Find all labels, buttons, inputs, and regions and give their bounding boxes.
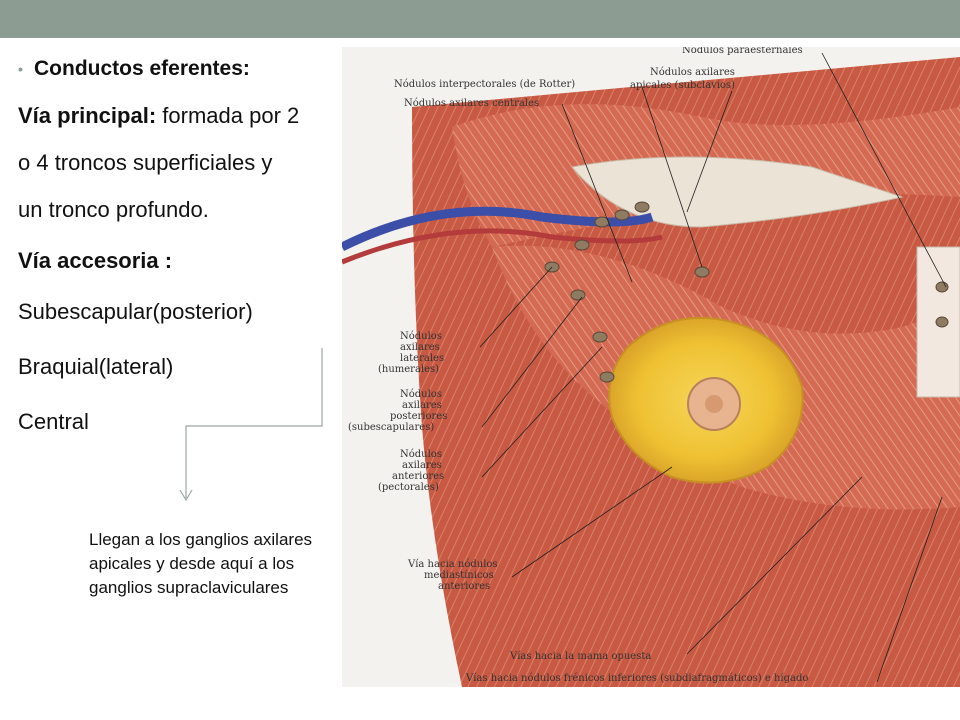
lymph-nodes xyxy=(544,201,949,383)
label-interpectorales: Nódulos interpectorales (de Rotter) xyxy=(394,79,575,90)
label-anteriores-3: anteriores xyxy=(392,471,444,482)
label-posteriores-3: posteriores xyxy=(390,411,447,422)
slide-text-block: • Conductos eferentes: Vía principal: fo… xyxy=(18,52,368,449)
label-mediastinicos-2: mediastínicos xyxy=(424,570,494,581)
label-posteriores-4: (subescapulares) xyxy=(348,422,434,433)
label-mama-opuesta: Vías hacia la mama opuesta xyxy=(509,651,651,662)
bullet-icon: • xyxy=(18,61,23,77)
leader-lines xyxy=(479,52,947,683)
label-anteriores-4: (pectorales) xyxy=(378,482,439,493)
note-text: Llegan a los ganglios axilares apicales … xyxy=(89,530,313,597)
illustration-labels: Nódulos paraesternales Nódulos interpect… xyxy=(348,47,808,684)
label-mediastinicos-1: Vía hacia nódulos xyxy=(407,559,498,570)
label-apicales-2: apicales (subclavios) xyxy=(630,80,735,91)
label-anteriores-1: Nódulos xyxy=(400,449,442,460)
label-laterales-1: Nódulos xyxy=(400,331,442,342)
via-principal-text-3: un tronco profundo. xyxy=(18,197,209,222)
axillary-vein xyxy=(342,206,654,252)
item-central: Central xyxy=(18,409,89,434)
via-principal-text-1: formada por 2 xyxy=(162,103,300,128)
label-posteriores-1: Nódulos xyxy=(400,389,442,400)
via-principal-label: Vía principal: xyxy=(18,103,157,128)
label-apicales-1: Nódulos axilares xyxy=(650,67,735,78)
label-laterales-2: axilares xyxy=(400,342,440,353)
slide-header-bar xyxy=(0,0,960,38)
label-laterales-3: laterales xyxy=(400,353,444,364)
item-subescapular: Subescapular(posterior) xyxy=(18,299,253,324)
label-frenicos: Vías hacia nódulos frénicos inferiores (… xyxy=(465,673,808,684)
via-principal-paragraph: Vía principal: formada por 2 o 4 troncos… xyxy=(18,92,368,233)
label-posteriores-2: axilares xyxy=(402,400,442,411)
label-paraesternales: Nódulos paraesternales xyxy=(682,47,803,56)
label-mediastinicos-3: anteriores xyxy=(438,581,490,592)
bullet-item: • Conductos eferentes: xyxy=(18,52,368,86)
bullet-title: Conductos eferentes: xyxy=(34,57,250,80)
label-anteriores-2: axilares xyxy=(402,460,442,471)
via-principal-text-2: o 4 troncos superficiales y xyxy=(18,150,273,175)
nipple xyxy=(705,395,723,413)
label-centrales: Nódulos axilares centrales xyxy=(404,98,539,109)
breast-lymphatics-illustration: Nódulos paraesternales Nódulos interpect… xyxy=(342,47,960,687)
item-braquial: Braquial(lateral) xyxy=(18,354,174,379)
label-laterales-4: (humerales) xyxy=(378,364,439,375)
axillary-artery xyxy=(342,228,663,265)
via-accesoria-label: Vía accesoria : xyxy=(18,248,173,273)
